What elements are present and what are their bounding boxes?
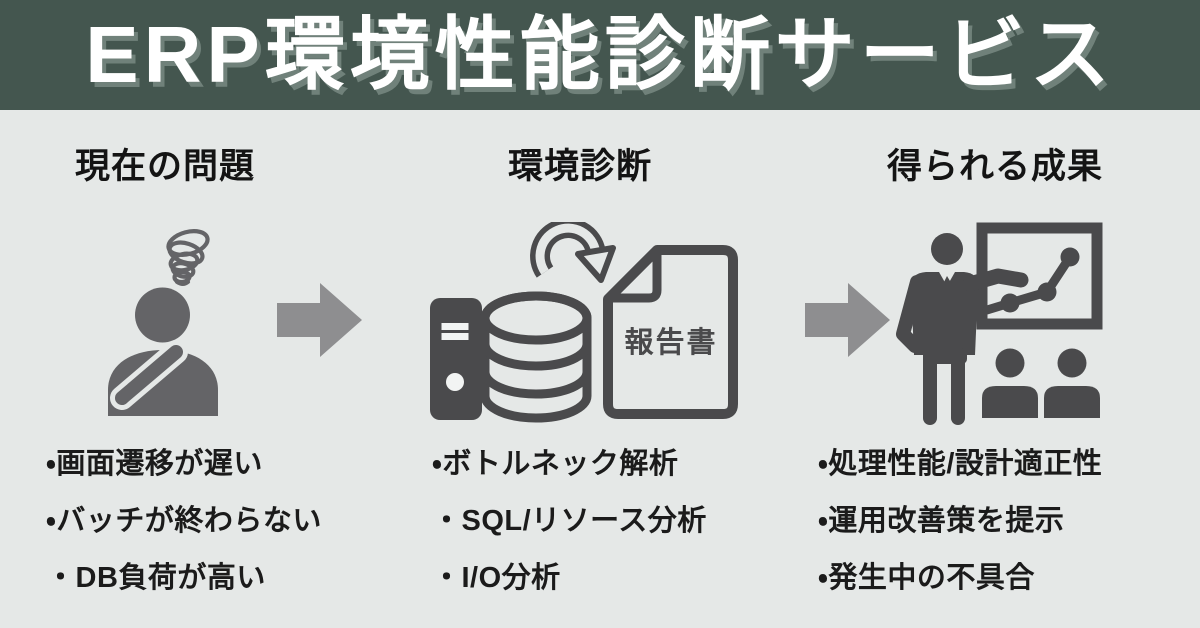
refresh-arrow-icon	[530, 218, 616, 283]
column-heading-diagnosis: 環境診断	[507, 147, 652, 186]
flow-arrow-icon-2	[805, 283, 890, 363]
confused-person-icon	[100, 222, 260, 427]
list-item: ・発生中の不具合	[818, 562, 1035, 594]
list-item: ・画面遷移が遅い	[46, 448, 263, 480]
report-document-icon: 報告書	[603, 245, 738, 419]
results-list: ・処理性能/設計適正性 ・運用改善策を提示 ・発生中の不具合	[818, 444, 1200, 615]
list-item: ・ボトルネック解析	[432, 448, 679, 480]
list-item: ・バッチが終わらない	[46, 505, 322, 537]
diagnosis-list: ・ボトルネック解析 ・SQL/リソース分析 ・I/O分析	[432, 444, 812, 615]
list-item: ・I/O分析	[432, 562, 561, 594]
scribble-icon	[166, 229, 210, 286]
problem-list: ・画面遷移が遅い ・バッチが終わらない ・DB負荷が高い	[46, 444, 426, 615]
column-heading-results: 得られる成果	[886, 147, 1103, 186]
page-title: ERP環境性能診断サービス	[85, 10, 1115, 99]
list-item: ・SQL/リソース分析	[432, 505, 707, 537]
presentation-result-icon	[890, 222, 1110, 439]
list-item: ・DB負荷が高い	[46, 562, 266, 594]
server-database-report-icon: 報告書	[425, 218, 745, 439]
flow-arrow-icon-1	[277, 283, 362, 363]
server-icon	[430, 298, 482, 420]
database-icon	[480, 291, 592, 423]
person-icon	[108, 287, 218, 416]
list-item: ・処理性能/設計適正性	[818, 448, 1103, 480]
header-banner: ERP環境性能診断サービス	[0, 0, 1200, 110]
presenter-icon	[896, 233, 1029, 425]
list-item: ・運用改善策を提示	[818, 505, 1065, 537]
column-heading-problems: 現在の問題	[74, 147, 255, 186]
audience-icon	[982, 348, 1100, 418]
report-label: 報告書	[624, 326, 717, 359]
